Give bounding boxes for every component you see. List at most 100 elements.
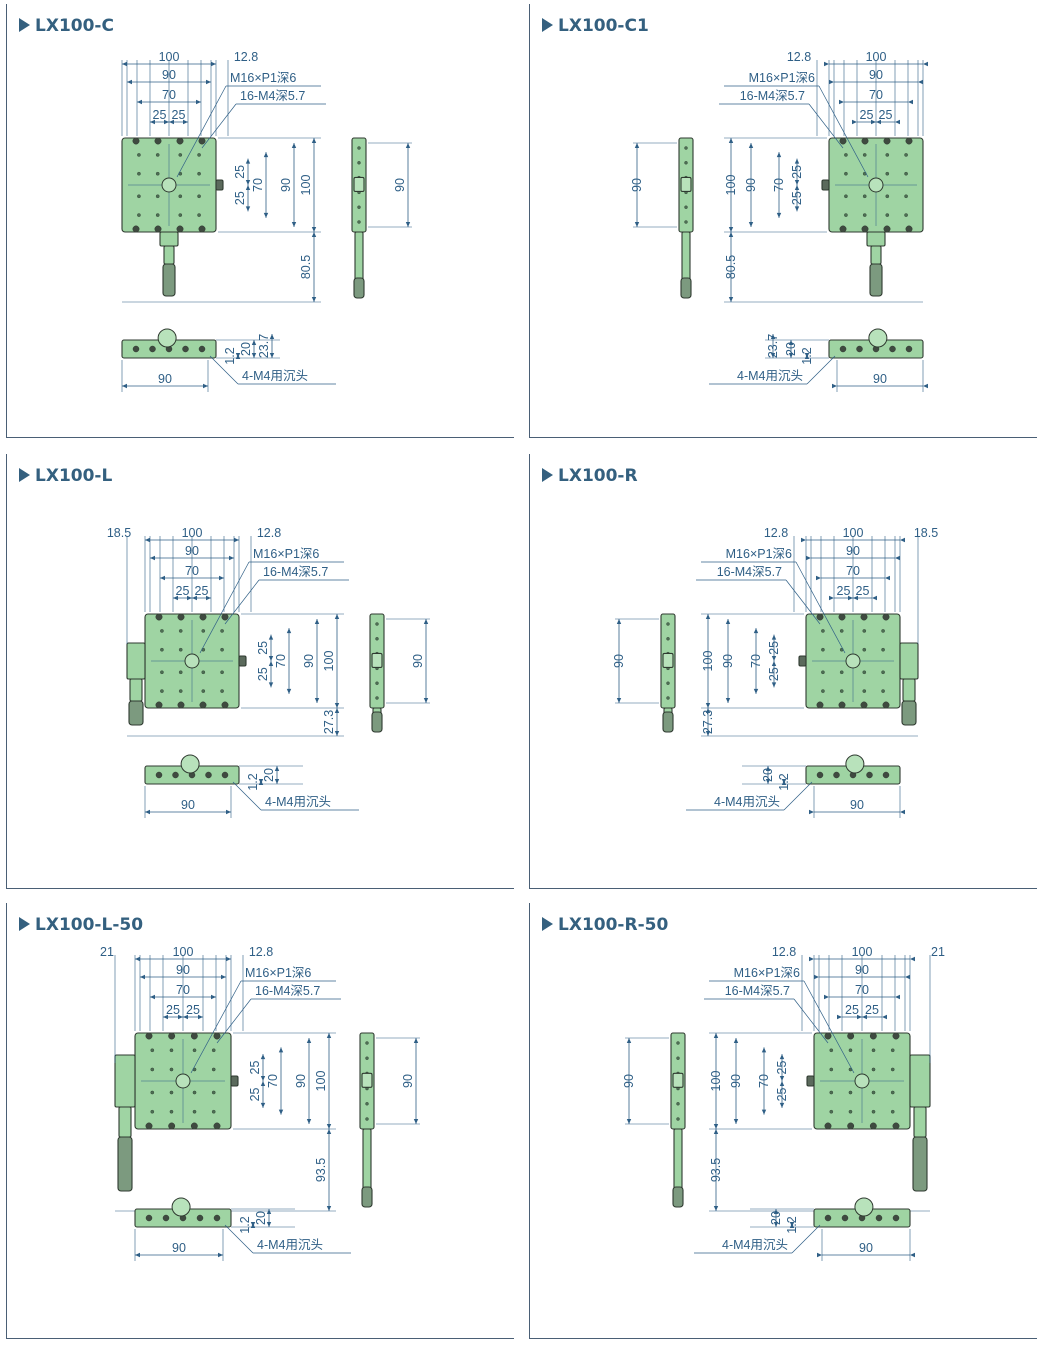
- thread-callout: M16×P1深6: [253, 547, 319, 561]
- edge-screw-head: [213, 1032, 221, 1040]
- leader-line: [224, 579, 260, 625]
- dim-width-100: 100: [843, 526, 864, 540]
- dimension-arrow: [135, 1252, 140, 1258]
- countersink-callout: 4-M4用沉头: [257, 1238, 323, 1252]
- dim-front-20: 20: [784, 342, 798, 356]
- dim-height-70: 70: [772, 178, 786, 192]
- dim-height-25: 25: [767, 641, 781, 655]
- mount-hole: [220, 670, 224, 675]
- dimension-arrow: [245, 206, 251, 212]
- dim-offset-12-8: 12.8: [787, 50, 811, 64]
- dimension-arrow: [326, 1124, 332, 1129]
- countersunk-hole: [824, 1214, 832, 1222]
- triangle-marker-icon: [19, 468, 30, 482]
- dimension-arrow: [779, 1076, 785, 1081]
- dimension-arrow: [771, 682, 777, 688]
- dimension-arrow: [164, 119, 169, 125]
- side-knob: [662, 652, 674, 669]
- thread-callout: M16×P1深6: [734, 966, 800, 980]
- edge-screw-head: [145, 1122, 153, 1130]
- side-knob: [361, 1072, 373, 1088]
- dimension-arrow: [832, 383, 837, 389]
- holes-callout: 16-M4深5.7: [240, 89, 305, 103]
- micrometer-sleeve: [870, 245, 882, 265]
- countersink-callout: 4-M4用沉头: [714, 795, 780, 809]
- dimension-arrow: [895, 994, 900, 1000]
- leader-line: [806, 355, 836, 385]
- countersunk-hole: [892, 1214, 900, 1222]
- dim-height-70: 70: [251, 178, 265, 192]
- dimension-arrow: [773, 1222, 779, 1227]
- dimension-arrow: [725, 619, 731, 624]
- dimension-arrow: [268, 682, 274, 688]
- holes-callout: 16-M4深5.7: [255, 984, 320, 998]
- edge-screw-head: [221, 701, 229, 709]
- edge-screw-head: [839, 225, 847, 233]
- dimension-arrow: [776, 212, 782, 218]
- leader-line: [783, 781, 813, 811]
- edge-screw-head: [198, 225, 206, 233]
- edge-screw-head: [882, 613, 890, 621]
- micrometer-mount: [866, 231, 886, 247]
- side-micrometer-sleeve: [673, 1128, 683, 1192]
- dim-extension: 27.3: [322, 710, 336, 734]
- dimension-arrow: [776, 152, 782, 158]
- dim-extension: 80.5: [299, 255, 313, 279]
- countersunk-hole: [889, 345, 896, 353]
- dim-height-25: 25: [233, 191, 247, 205]
- dimension-arrow: [761, 1109, 767, 1115]
- dimension-arrow: [837, 1014, 842, 1020]
- side-hole: [666, 622, 670, 626]
- dimension-arrow: [852, 119, 857, 125]
- mount-hole: [178, 670, 183, 675]
- dimension-arrow: [334, 614, 340, 619]
- mount-hole: [178, 213, 183, 217]
- front-knob: [868, 328, 888, 348]
- mount-hole: [220, 647, 224, 652]
- dim-bottom-90: 90: [158, 372, 172, 386]
- edge-screw-head: [905, 137, 913, 145]
- edge-screw-head: [869, 1032, 877, 1040]
- edge-screw-head: [883, 225, 891, 233]
- mount-hole: [904, 194, 908, 199]
- mount-hole: [211, 1109, 216, 1114]
- side-micrometer-sleeve: [354, 231, 364, 283]
- dim-width-25: 25: [845, 1003, 859, 1017]
- edge-screw-head: [177, 701, 185, 709]
- mount-hole: [890, 1067, 895, 1072]
- dimension-arrow: [753, 628, 759, 634]
- micrometer-mount: [159, 231, 179, 247]
- edge-screw-head: [824, 1122, 832, 1130]
- mount-hole: [848, 1048, 853, 1053]
- dimension-arrow: [900, 809, 905, 815]
- edge-screw-head: [168, 1122, 176, 1130]
- mount-hole: [871, 1048, 876, 1053]
- edge-screw-head: [860, 613, 868, 621]
- dimension-arrow: [311, 232, 317, 237]
- mount-hole: [890, 1048, 895, 1053]
- leader-line: [791, 1224, 821, 1254]
- mount-hole: [844, 153, 848, 157]
- dimension-arrow: [326, 1129, 332, 1134]
- countersink-callout: 4-M4用沉头: [242, 369, 308, 383]
- mount-hole: [155, 213, 160, 217]
- micrometer-bracket: [114, 1054, 136, 1108]
- dimension-arrow: [145, 809, 150, 815]
- dimension-arrow: [127, 79, 132, 85]
- lock-knob: [238, 655, 247, 667]
- mount-hole: [211, 1048, 216, 1053]
- mount-hole: [904, 153, 908, 157]
- side-hole: [375, 696, 379, 700]
- dim-width-25: 25: [153, 108, 167, 122]
- mount-hole: [137, 153, 141, 157]
- dimension-arrow: [221, 974, 226, 980]
- side-micrometer-thimble-icon: [680, 277, 692, 299]
- dim-side-90: 90: [622, 1074, 636, 1088]
- dim-offset-12-8: 12.8: [257, 526, 281, 540]
- dim-extension: 80.5: [724, 255, 738, 279]
- mount-hole: [160, 647, 164, 652]
